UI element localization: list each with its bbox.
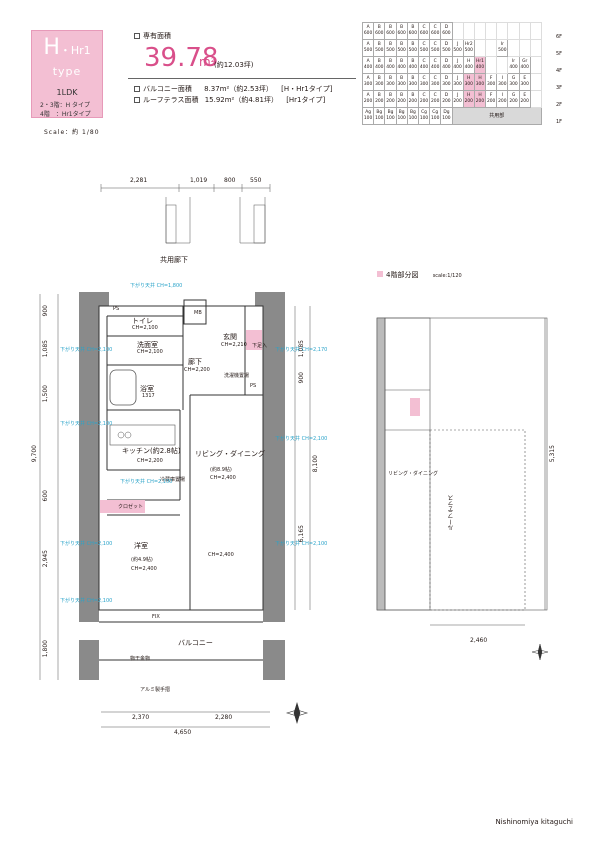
western-label: 洋室 (134, 542, 148, 550)
dim-top: 2,281 (130, 177, 148, 184)
living-label: リビング・ダイニング (195, 450, 265, 458)
dim-top: 1,019 (190, 177, 208, 184)
dim-top: 800 (224, 177, 236, 184)
ps-label: PS (113, 306, 120, 312)
floor-label: 1F (556, 119, 563, 125)
partial-dim-2: 5,315 (549, 445, 556, 463)
toilet-ch: CH=2,100 (132, 325, 158, 331)
floor-label: 2F (556, 102, 563, 108)
western-ch: CH=2,400 (131, 566, 157, 572)
dim-top: 550 (250, 177, 262, 184)
type-badge: H・Hr1 type 1LDK 2・3階：H タイプ 4階 ：Hr1タイプ (31, 30, 103, 118)
floor-label: 4F (556, 68, 563, 74)
living-ch-2: CH=2,400 (208, 552, 234, 558)
corridor-label: 共用廊下 (160, 256, 188, 264)
laundry-label: 洗濯機置場 (224, 373, 250, 379)
mb-label: MB (194, 310, 202, 316)
dim-left: 1,500 (42, 385, 49, 403)
dim-left: 600 (42, 490, 49, 502)
ceiling-note: 下がり天井 CH=2,100 (60, 598, 113, 604)
western-size: (約4.9帖) (131, 557, 153, 563)
entrance-ch: CH=2,210 (221, 342, 247, 348)
ceiling-note: 下がり天井 CH=2,170 (275, 347, 328, 353)
area-label: 専有面積 (134, 31, 171, 41)
hall-label: 廊下 (188, 358, 202, 366)
area-value: 39.78 (144, 43, 219, 73)
toilet-label: トイレ (132, 317, 153, 325)
fridge-label: 冷蔵庫置場 (160, 477, 186, 483)
area-unit: m² (199, 55, 216, 69)
ceiling-note: 下がり天井 CH=2,100 (60, 541, 113, 547)
roof-area: ルーフテラス面積 15.92m²（約4.81坪） [Hr1タイプ] (134, 95, 325, 105)
wash-ch: CH=2,100 (137, 349, 163, 355)
type-label: type (52, 65, 82, 78)
type-name: H・Hr1 (43, 35, 91, 60)
wash-label: 洗面室 (137, 341, 158, 349)
area-divider (128, 78, 356, 79)
partial-living-label: リビング・ダイニング (388, 471, 439, 477)
hanger-label: 物干金物 (130, 656, 151, 662)
dim-left: 2,945 (42, 550, 49, 568)
dim-right: 900 (298, 372, 305, 384)
balcony-area: バルコニー面積 8.37m²（約2.53坪） [H・Hr1タイプ] (134, 84, 332, 94)
ceiling-note: 下がり天井 CH=2,100 (120, 479, 173, 485)
dim-left: 1,085 (42, 340, 49, 358)
floor-notes: 2・3階：H タイプ 4階 ：Hr1タイプ (40, 102, 91, 118)
dim-right-total: 8,100 (312, 455, 319, 473)
shoes-label: 下足入 (252, 343, 268, 349)
area-tsubo: (約12.03坪) (214, 61, 254, 69)
dim-bottom: 2,370 (132, 714, 150, 721)
ceiling-note: 下がり天井 CH=2,100 (60, 421, 113, 427)
dim-bottom: 2,280 (215, 714, 233, 721)
matrix-common-cell: 共用部 (451, 107, 542, 125)
bath-size: 1317 (142, 393, 155, 399)
ceiling-note: 下がり天井 CH=1,800 (130, 283, 183, 289)
bath-label: 浴室 (140, 385, 154, 393)
ceiling-note: 下がり天井 CH=2,100 (275, 436, 328, 442)
footer-brand: Nishinomiya kitaguchi (495, 818, 574, 826)
hall-ch: CH=2,200 (184, 367, 210, 373)
partial-plan-title: 4階部分図 scale:1/120 (377, 270, 462, 280)
dim-left-total: 9,700 (31, 445, 38, 463)
dim-left: 1,800 (42, 640, 49, 658)
living-size: (約8.9帖) (210, 467, 232, 473)
closet-label: クロゼット (118, 504, 144, 510)
floor-label: 5F (556, 51, 563, 57)
fix-label: FIX (152, 614, 160, 620)
partial-roof-label: ルーフテラス (448, 495, 455, 531)
ceiling-note: 下がり天井 CH=2,100 (275, 541, 328, 547)
entrance-label: 玄関 (223, 333, 237, 341)
dim-bottom-total: 4,650 (174, 729, 192, 736)
layout-label: 1LDK (56, 88, 78, 97)
kitchen-label: キッチン(約2.8帖) (122, 447, 181, 455)
ceiling-note: 下がり天井 CH=2,100 (60, 347, 113, 353)
scale-main: Scale：約 1/80 (44, 129, 100, 136)
floor-label: 3F (556, 85, 563, 91)
ps-label-2: PS (250, 383, 257, 389)
floor-label: 6F (556, 34, 563, 40)
partial-dim: 2,460 (470, 637, 488, 644)
kitchen-ch: CH=2,200 (137, 458, 163, 464)
rail-label: アルミ製手摺 (140, 687, 170, 693)
living-ch: CH=2,400 (210, 475, 236, 481)
balcony-label: バルコニー (178, 639, 213, 647)
dim-left: 900 (42, 305, 49, 317)
